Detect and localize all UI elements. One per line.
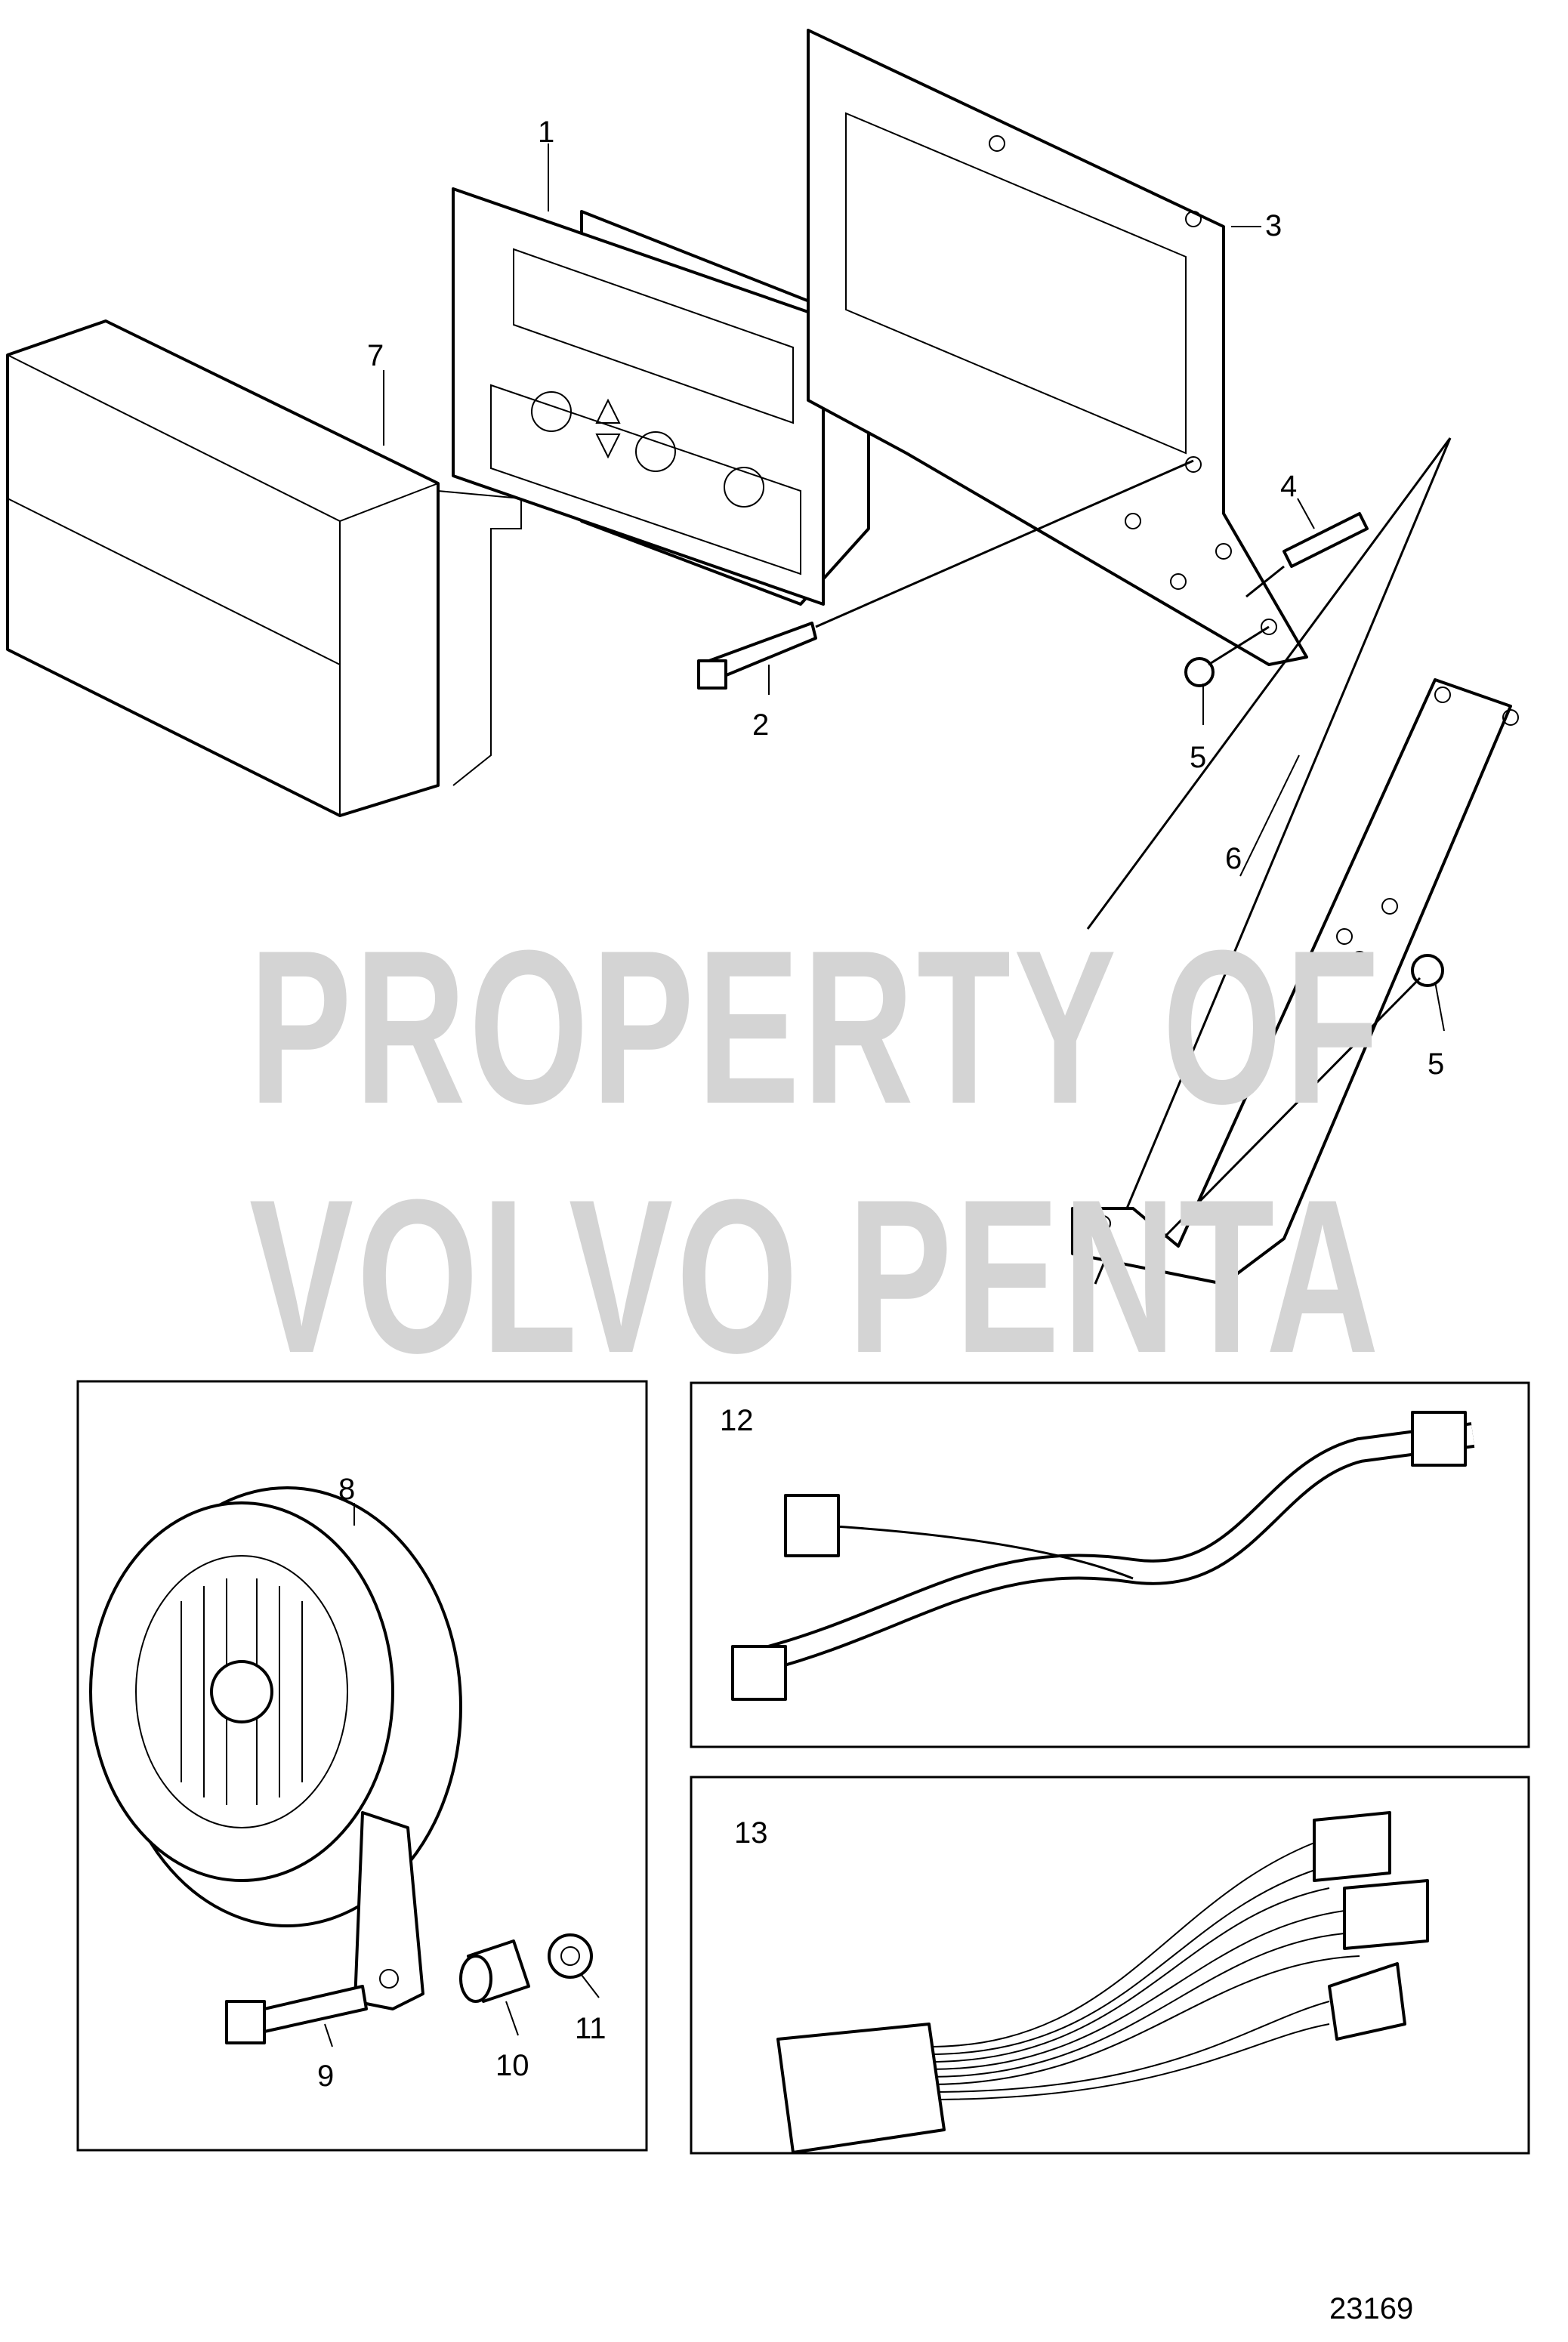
harness-12-inset-box: [690, 1381, 1530, 1748]
part-5-nut-upper: [1184, 625, 1270, 687]
callout-9: 9: [317, 2060, 334, 2093]
part-1-display: [452, 187, 870, 606]
part-3-bracket: [807, 29, 1308, 666]
watermark: PROPERTY OF VOLVO PENTA: [249, 905, 1382, 1399]
horn-inset-box: [76, 1380, 648, 2152]
callout-13: 13: [734, 1816, 768, 1850]
part-2-screw: [697, 459, 1194, 690]
callout-3: 3: [1265, 209, 1282, 242]
part-9-bolt: [225, 1985, 368, 2044]
assembly-line: [1094, 437, 1452, 1285]
callout-2: 2: [752, 708, 769, 742]
part-7-cover: [6, 319, 522, 817]
callout-11: 11: [575, 2012, 607, 2045]
callout-8: 8: [338, 1473, 355, 1506]
part-13-harness: [776, 1811, 1429, 2154]
callout-4: 4: [1280, 470, 1297, 503]
watermark-line-1: PROPERTY OF: [249, 905, 1382, 1149]
part-10-spacer: [459, 1939, 530, 2003]
callouts: 1 3 7 4 2 5 6 5 8 12 13 9 10 11 23169: [317, 116, 1445, 2325]
figure-number: 23169: [1329, 2292, 1413, 2325]
callout-7: 7: [367, 339, 384, 372]
callout-5-upper: 5: [1190, 741, 1206, 774]
callout-1: 1: [538, 116, 554, 149]
harness-13-inset-box: [690, 1776, 1530, 2155]
part-6-bracket: [1071, 678, 1519, 1285]
watermark-line-2: VOLVO PENTA: [249, 1154, 1382, 1399]
part-11-nut: [548, 1933, 593, 1979]
callout-12: 12: [720, 1404, 754, 1437]
part-8-horn: [89, 1486, 462, 2010]
part-4-stud: [1245, 512, 1369, 598]
part-12-harness: [731, 1411, 1475, 1701]
callout-5-lower: 5: [1428, 1048, 1444, 1081]
assembly-line: [1086, 437, 1452, 930]
callout-10: 10: [495, 2049, 529, 2082]
callout-6: 6: [1225, 842, 1242, 875]
